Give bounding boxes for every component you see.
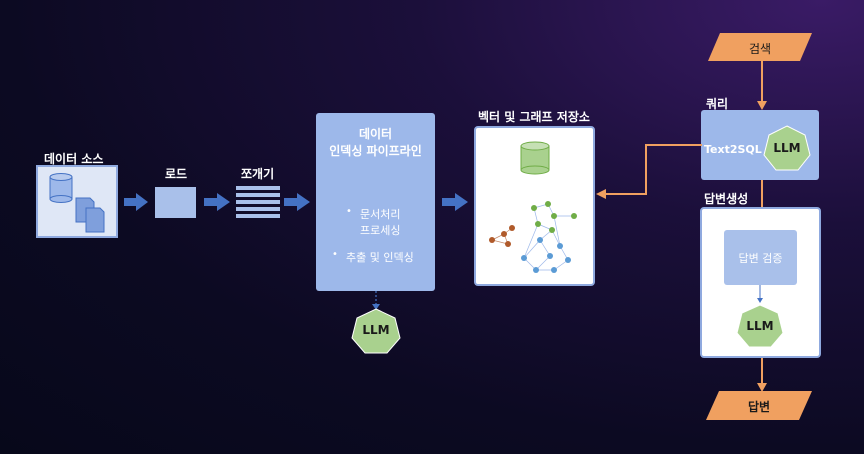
llm-heptagon-answer bbox=[736, 304, 784, 348]
database-icon bbox=[520, 141, 550, 175]
graph-nodes-blue bbox=[521, 237, 571, 273]
flow-arrow bbox=[124, 193, 148, 211]
text2sql-label: Text2SQL bbox=[704, 143, 762, 156]
search-parallelogram bbox=[708, 33, 812, 61]
chunk-icon bbox=[236, 186, 280, 218]
indexing-pipeline-panel: 데이터 인덱싱 파이프라인 • 문서처리 프로세싱 • 추출 및 인덱싱 bbox=[316, 113, 435, 291]
answer-label: 답변 bbox=[747, 400, 771, 414]
graph-nodes-brown bbox=[489, 225, 515, 247]
answer-verify-box bbox=[724, 230, 797, 285]
llm-label-query: LLM bbox=[773, 141, 801, 155]
flow-arrow-orange-elbow bbox=[596, 144, 702, 199]
llm-heptagon-query bbox=[763, 125, 811, 171]
store-label: 벡터 및 그래프 저장소 bbox=[478, 110, 590, 124]
graph-nodes-green bbox=[531, 201, 577, 233]
data-source-icons bbox=[49, 173, 105, 233]
answer-gen-label: 답변생성 bbox=[704, 192, 749, 206]
load-label: 로드 bbox=[165, 167, 188, 181]
load-box bbox=[155, 187, 196, 218]
answer-verify-label: 답변 검증 bbox=[738, 252, 783, 265]
flow-arrow bbox=[204, 193, 230, 211]
bullet-dot: • bbox=[346, 206, 352, 217]
store-panel bbox=[474, 126, 595, 286]
llm-label-pipeline: LLM bbox=[362, 323, 390, 337]
dashed-connector bbox=[372, 291, 380, 310]
flow-arrow-orange bbox=[757, 61, 767, 110]
chunk-label: 쪼개기 bbox=[241, 167, 275, 181]
data-source-label: 데이터 소스 bbox=[44, 152, 104, 166]
query-label: 쿼리 bbox=[706, 97, 729, 111]
store-graphic bbox=[489, 141, 577, 273]
flow-arrow-orange bbox=[757, 358, 767, 392]
documents-icon bbox=[75, 197, 105, 233]
pipeline-bullet-2: 추출 및 인덱싱 bbox=[346, 251, 414, 264]
pipeline-bullet-1a: 문서처리 bbox=[360, 208, 401, 221]
flow-arrow-small bbox=[757, 285, 763, 303]
pipeline-title-line1: 데이터 bbox=[358, 127, 393, 141]
data-source-box bbox=[36, 165, 118, 238]
llm-label-answer: LLM bbox=[746, 319, 774, 333]
answer-parallelogram bbox=[706, 391, 812, 420]
search-label: 검색 bbox=[748, 42, 772, 56]
llm-heptagon-pipeline bbox=[351, 308, 401, 354]
database-icon bbox=[49, 173, 73, 203]
pipeline-bullet-1b: 프로세싱 bbox=[360, 224, 401, 237]
bullet-dot: • bbox=[332, 249, 338, 260]
flow-arrow bbox=[284, 193, 310, 211]
pipeline-title-line2: 인덱싱 파이프라인 bbox=[329, 144, 422, 158]
flow-arrow bbox=[442, 193, 468, 211]
